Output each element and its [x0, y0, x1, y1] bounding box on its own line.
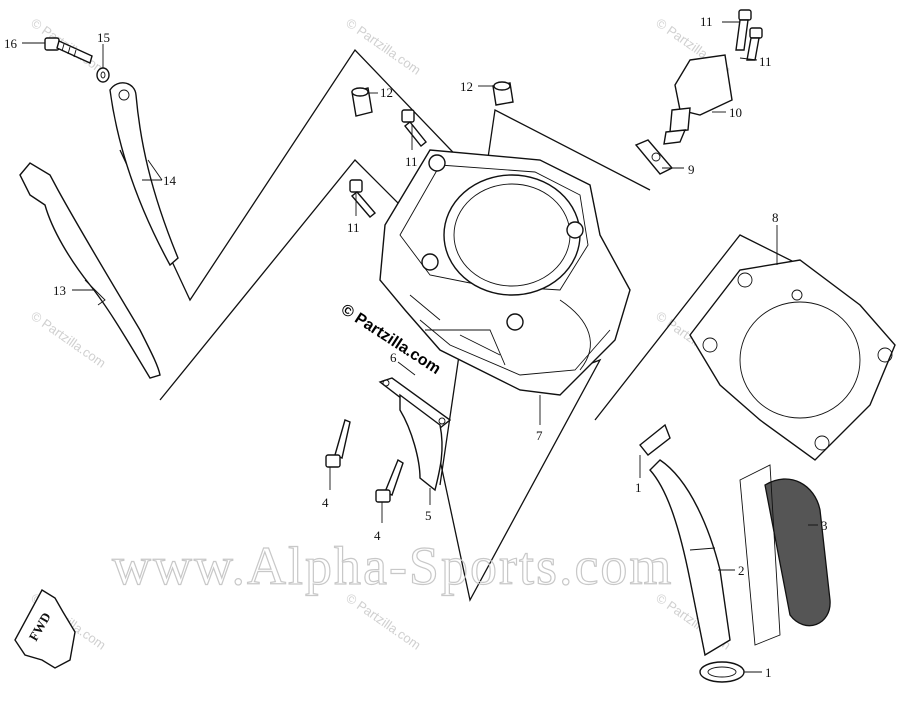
callout-2: 2 — [738, 563, 745, 578]
callout-11-a: 11 — [405, 154, 418, 169]
callout-13: 13 — [53, 283, 66, 298]
callout-4-a: 4 — [322, 495, 329, 510]
callout-12-right: 12 — [460, 79, 473, 94]
watermark-footer: www.Alpha-Sports.com — [112, 536, 673, 596]
part-14-tensioner-guide — [109, 82, 179, 267]
callout-11-c: 11 — [700, 14, 713, 29]
fwd-arrow-icon: FWD — [14, 589, 76, 669]
part-15-washer — [96, 67, 110, 83]
part-9-tensioner-gasket — [634, 139, 674, 175]
part-13-chain-guide — [19, 162, 161, 379]
callout-11-b: 11 — [347, 220, 360, 235]
callout-16: 16 — [4, 36, 18, 51]
part-3-hose-spring — [739, 464, 831, 646]
callout-3: 3 — [821, 518, 828, 533]
part-12-dowel-left — [351, 87, 373, 117]
callout-9: 9 — [688, 162, 695, 177]
callout-1-bottom: 1 — [765, 665, 772, 680]
callout-1-top: 1 — [635, 480, 642, 495]
part-2-hose — [649, 459, 731, 657]
callout-14: 14 — [163, 173, 177, 188]
callout-4-b: 4 — [374, 528, 381, 543]
callout-8: 8 — [772, 210, 779, 225]
callouts: 16 15 14 13 12 12 11 11 11 11 10 9 8 7 6… — [4, 14, 828, 680]
part-4-bolt-a — [325, 419, 351, 468]
callout-6: 6 — [390, 350, 397, 365]
callout-11-d: 11 — [759, 54, 772, 69]
callout-7: 7 — [536, 428, 543, 443]
watermark-corner: © Partzilla.com — [343, 590, 423, 653]
part-4-bolt-b — [375, 458, 404, 503]
watermark-corner: © Partzilla.com — [28, 308, 108, 371]
part-1-hose-clamp-top — [639, 423, 671, 456]
callout-5: 5 — [425, 508, 432, 523]
part-11-bolt-a — [401, 109, 427, 147]
part-1-hose-clamp-bottom — [699, 661, 745, 683]
watermark-corner: © Partzilla.com — [343, 15, 423, 78]
callout-10: 10 — [729, 105, 742, 120]
part-7-cylinder — [379, 149, 631, 396]
part-12-dowel-right — [492, 81, 514, 106]
part-10-tensioner — [663, 54, 733, 145]
part-5-intake-manifold — [399, 393, 443, 492]
callout-15: 15 — [97, 30, 110, 45]
part-11-bolt-b — [349, 179, 377, 218]
part-11-bolt-c — [735, 9, 752, 51]
callout-12-left: 12 — [380, 85, 393, 100]
part-8-cylinder-gasket — [689, 259, 896, 461]
part-16-bolt — [44, 37, 93, 64]
